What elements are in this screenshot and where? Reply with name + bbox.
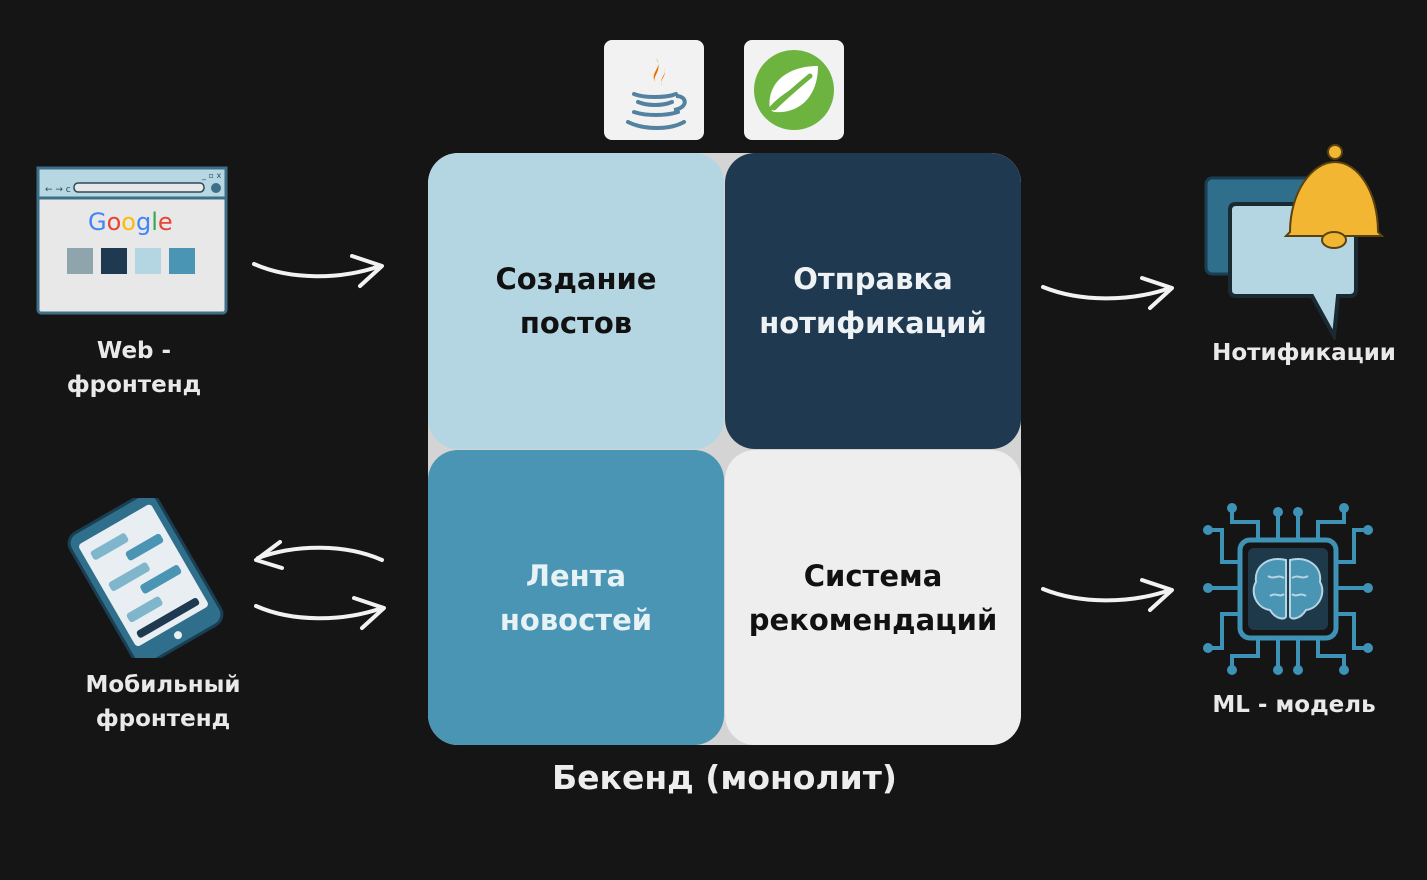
mobile-frontend-label-line1: Мобильный bbox=[85, 672, 241, 698]
module-posts-line1: Создание bbox=[495, 262, 657, 296]
spring-logo bbox=[744, 40, 844, 140]
java-icon bbox=[626, 58, 687, 130]
backend-monolith-grid: Создание постов Отправка нотификаций Лента… bbox=[428, 153, 1021, 745]
arrow-backend-to-ml bbox=[1041, 578, 1174, 612]
arrow-backend-to-notifications bbox=[1041, 276, 1174, 310]
spring-leaf-icon bbox=[754, 50, 834, 130]
module-feed: Лента новостей bbox=[428, 450, 724, 745]
web-frontend-label-line2: фронтенд bbox=[66, 372, 202, 398]
module-notifications-line1: Отправка bbox=[793, 262, 953, 296]
svg-text:← → c: ← → c bbox=[45, 185, 71, 195]
google-logo-text: Google bbox=[88, 208, 173, 236]
notification-bell-icon bbox=[1204, 144, 1385, 340]
svg-text:_ ▫ x: _ ▫ x bbox=[201, 171, 222, 180]
notifications-service-label: Нотификации bbox=[1212, 340, 1396, 366]
module-recommendations: Система рекомендаций bbox=[725, 450, 1021, 745]
backend-label: Бекенд (монолит) bbox=[552, 758, 897, 797]
module-posts: Создание постов bbox=[428, 153, 724, 449]
ml-chip-brain-icon bbox=[1203, 503, 1373, 675]
mobile-frontend-label: Мобильный фронтенд bbox=[60, 668, 266, 736]
mobile-frontend-label-line2: фронтенд bbox=[95, 706, 231, 732]
module-posts-line2: постов bbox=[519, 306, 633, 340]
arrow-backend-to-mobile bbox=[254, 540, 384, 570]
module-recommendations-line1: Система bbox=[803, 558, 943, 593]
browser-window-icon: ← → c _ ▫ x Google bbox=[36, 166, 228, 315]
ml-model-label: ML - модель bbox=[1212, 692, 1376, 718]
web-frontend-label: Web - фронтенд bbox=[36, 334, 232, 402]
arrow-web-to-backend bbox=[252, 254, 384, 288]
arrow-mobile-to-backend bbox=[254, 596, 386, 630]
module-recommendations-line2: рекомендаций bbox=[748, 602, 998, 637]
java-logo bbox=[604, 40, 704, 140]
module-notifications-line2: нотификаций bbox=[759, 306, 987, 340]
module-feed-line1: Лента bbox=[525, 558, 627, 593]
web-frontend-label-line1: Web - bbox=[96, 338, 172, 364]
module-notifications: Отправка нотификаций bbox=[725, 153, 1021, 449]
module-feed-line2: новостей bbox=[499, 602, 653, 637]
smartphone-icon bbox=[67, 498, 224, 658]
